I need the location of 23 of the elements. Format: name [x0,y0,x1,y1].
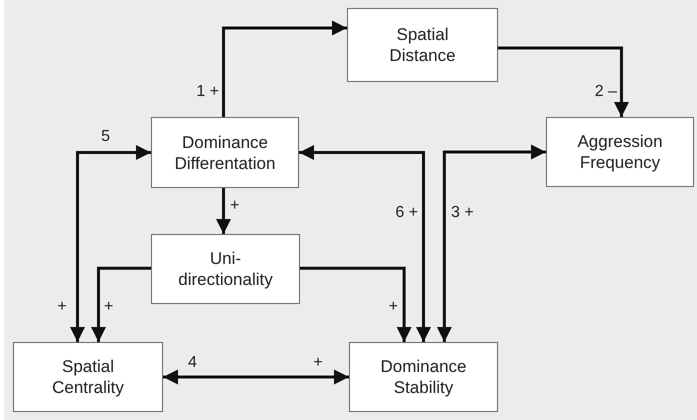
arrow [70,145,151,342]
arrow [300,266,412,342]
concept-box [349,342,498,412]
arrow [216,188,232,234]
arrow [91,266,151,342]
box-label: Spatial Centrality [51,356,125,398]
box-label: Spatial Distance [388,24,457,66]
sign-label: + [57,298,67,316]
box-label: Uni-directionality [177,248,274,290]
concept-box [151,117,299,188]
concept-box [546,117,694,187]
arrow [299,145,431,342]
box-label: Dominance Differentation [174,132,276,174]
box-label: Dominance Stability [380,356,468,398]
arrow [436,144,546,342]
arrow [222,20,347,117]
box-label: Aggression Frequency [576,131,664,173]
arrow [498,46,629,117]
concept-box [151,234,300,304]
sign-label: + [313,354,323,372]
concept-box [13,342,163,412]
arrow [163,370,349,384]
concept-box [347,8,498,82]
